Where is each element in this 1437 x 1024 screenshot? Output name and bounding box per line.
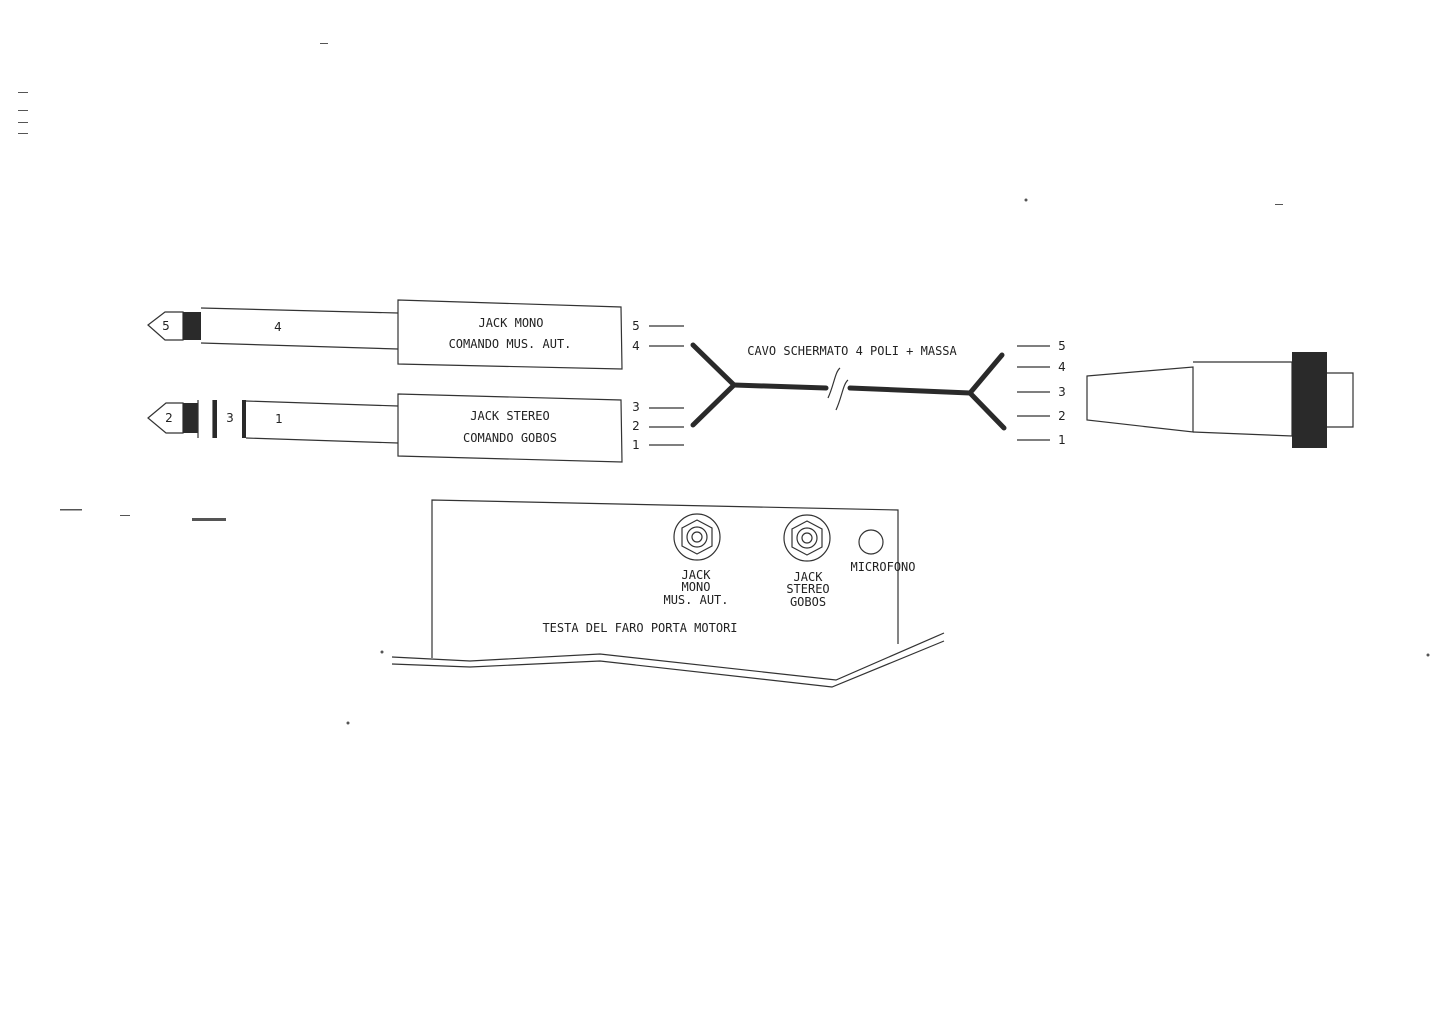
stereo-plug-sleeve	[245, 400, 399, 444]
socket-stereo-label-2: STEREO	[786, 582, 829, 596]
scan-specks	[18, 43, 1430, 725]
left-pin-4: 4	[632, 339, 640, 353]
microphone-label: MICROFONO	[850, 560, 915, 574]
mono-plug-label-line2: COMANDO MUS. AUT.	[449, 337, 572, 351]
mono-tip-number: 5	[162, 319, 170, 333]
shielded-cable: CAVO SCHERMATO 4 POLI + MASSA	[690, 342, 1007, 431]
left-pin-1: 1	[632, 438, 640, 452]
left-pin-3: 3	[632, 400, 640, 414]
right-pin-5: 5	[1058, 339, 1066, 353]
stereo-plug-insulator-1	[183, 403, 198, 433]
multipin-connector	[1086, 352, 1354, 448]
mono-plug-insulator	[183, 312, 201, 340]
connector-ring	[1292, 352, 1327, 448]
left-pin-2: 2	[632, 419, 640, 433]
stereo-ring-number: 3	[226, 411, 234, 425]
right-pin-leads: 5 4 3 2 1	[1017, 339, 1066, 447]
connector-body	[1192, 361, 1293, 437]
right-pin-2: 2	[1058, 409, 1066, 423]
socket-stereo-label-3: GOBOS	[790, 595, 826, 609]
cable-label: CAVO SCHERMATO 4 POLI + MASSA	[747, 344, 957, 358]
left-pin-5: 5	[632, 319, 640, 333]
right-pin-1: 1	[1058, 433, 1066, 447]
socket-mono-label-3: MUS. AUT.	[663, 593, 728, 607]
stereo-jack-plug: 2 3 1 JACK STEREO COMANDO GOBOS	[147, 393, 623, 463]
socket-stereo-label-1: JACK	[794, 570, 824, 584]
stereo-plug-ring	[213, 400, 217, 438]
connector-face	[1327, 372, 1354, 428]
mono-sleeve-number: 4	[274, 320, 282, 334]
stereo-plug-label-line2: COMANDO GOBOS	[463, 431, 557, 445]
left-pin-leads: 5 4 3 2 1	[632, 319, 684, 452]
right-pin-3: 3	[1058, 385, 1066, 399]
stereo-sleeve-number: 1	[275, 412, 283, 426]
lamp-head-panel: JACK MONO MUS. AUT. JACK STEREO GOBOS MI…	[391, 499, 945, 688]
microphone-hole	[858, 529, 884, 555]
stereo-plug-label-line1: JACK STEREO	[470, 409, 549, 423]
socket-mono	[673, 513, 721, 561]
panel-edge-line-2	[391, 640, 945, 688]
panel-title: TESTA DEL FARO PORTA MOTORI	[542, 621, 737, 635]
mono-plug-body	[397, 299, 623, 370]
mono-plug-label-line1: JACK MONO	[478, 316, 543, 330]
stereo-plug-ring-edge	[197, 400, 214, 438]
connector-strain-relief	[1086, 366, 1194, 433]
mono-plug-sleeve	[200, 307, 399, 350]
socket-mono-label-1: JACK	[682, 568, 712, 582]
stereo-plug-body	[397, 393, 623, 463]
panel-edge-line-1	[391, 632, 945, 681]
right-pin-4: 4	[1058, 360, 1066, 374]
mono-jack-plug: 5 4 JACK MONO COMANDO MUS. AUT.	[147, 299, 623, 370]
socket-mono-label-2: MONO	[682, 580, 711, 594]
cable-break-mark	[827, 367, 849, 411]
stereo-plug-insulator-2	[242, 400, 246, 438]
socket-stereo	[783, 514, 831, 562]
stereo-tip-number: 2	[165, 411, 173, 425]
panel-outline	[431, 499, 899, 658]
